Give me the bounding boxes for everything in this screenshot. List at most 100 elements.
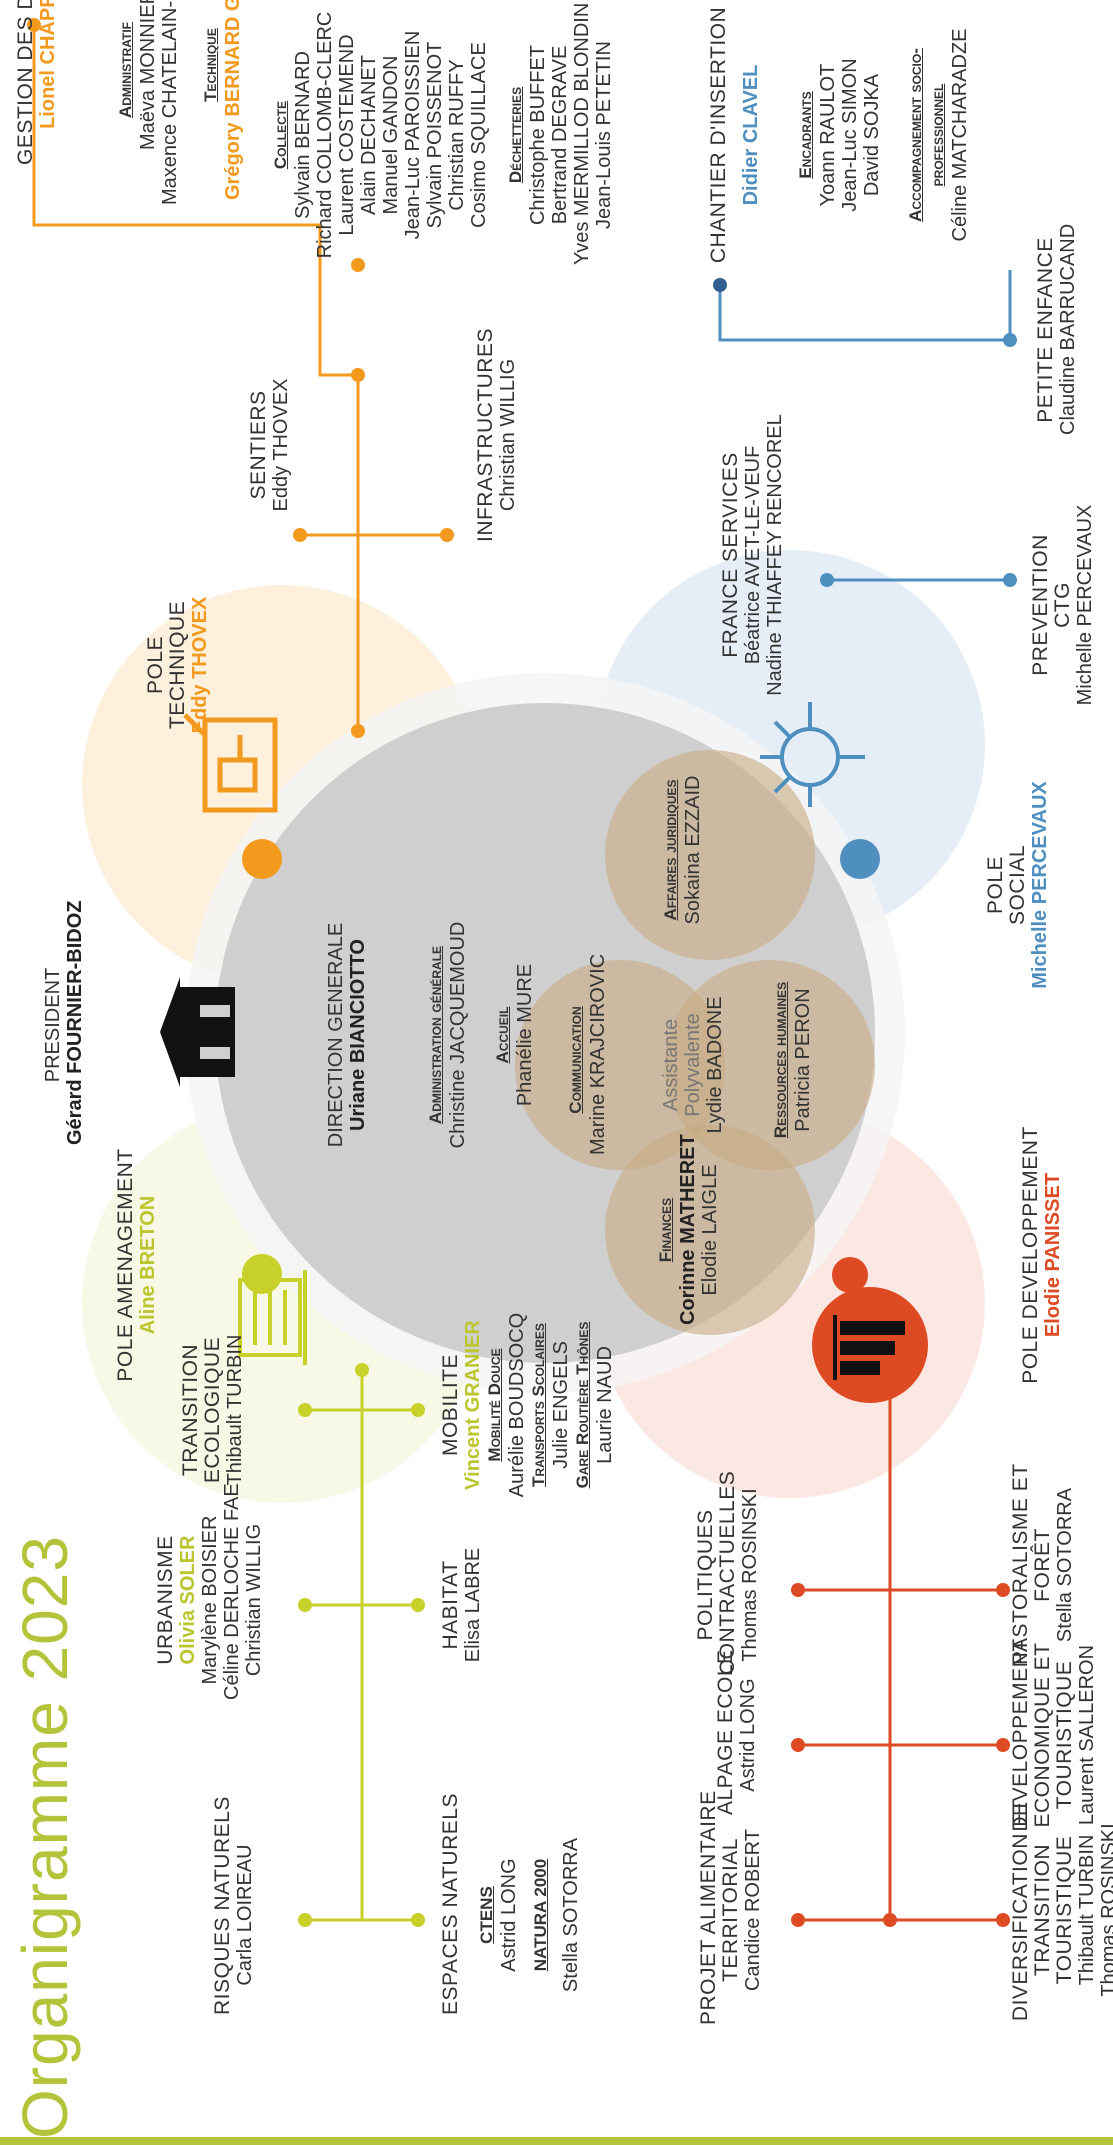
politiques-block: POLITIQUES CONTRACTUELLES Thomas ROSINSK…	[694, 1470, 761, 1675]
transports-name: Julie ENGELS	[550, 1341, 572, 1469]
pole-social-label1: POLE	[984, 855, 1007, 915]
technique-connectors	[32, 25, 447, 731]
projet-name: Candice ROBERT	[742, 1829, 764, 1991]
amenagement-connectors	[305, 1370, 418, 1922]
accompagnement-block: Accompagnement socio- professionnel Céli…	[905, 5, 971, 265]
dechets-label: GESTION DES DECHETS	[14, 0, 37, 165]
accueil-label: Accueil	[493, 1006, 512, 1064]
risques-name: Carla LOIREAU	[234, 1844, 256, 1986]
pole-technique-label2: TECHNIQUE	[166, 600, 189, 730]
mobilite-douce-name: Aurélie BOUDSOCQ	[506, 1312, 528, 1498]
politiques-l1: POLITIQUES	[694, 1509, 717, 1641]
urbanisme-chief: Olivia SOLER	[177, 1535, 199, 1665]
rh-name: Patricia PERON	[792, 988, 814, 1132]
decheteries-label: Déchetteries	[506, 86, 525, 184]
inner-circle-rh	[665, 960, 875, 1170]
sentiers-label: SENTIERS	[247, 390, 270, 500]
collecte-name-3: Alain DECHANET	[358, 54, 380, 216]
natura-label: NATURA 2000	[531, 1858, 550, 1972]
projet-alimentaire-block: PROJET ALIMENTAIRE TERRITORIAL Candice R…	[697, 1790, 764, 2025]
pole-social-name: Michelle PERCEVAUX	[1029, 781, 1051, 989]
administratif-n2: Maxence CHATELAIN-CADET	[159, 0, 181, 205]
collecte-block: Collecte Sylvain BERNARD Richard COLLOMB…	[270, 5, 490, 265]
president-block: PRESIDENT Gérard FOURNIER-BIDOZ	[42, 900, 86, 1145]
sentiers-name: Eddy THOVEX	[270, 378, 292, 512]
communication-name: Marine KRAJCIROVIC	[587, 953, 609, 1155]
politiques-l2: CONTRACTUELLES	[716, 1470, 739, 1675]
developpement-l2: ECONOMIQUE ET	[1031, 1642, 1054, 1828]
transition-l2: ECOLOGIQUE	[201, 1336, 224, 1484]
pole-technique-name: Eddy THOVEX	[189, 596, 211, 734]
sentiers-block: SENTIERS Eddy THOVEX	[247, 365, 292, 525]
assistante-block: Assistante Polyvalente Lydie BADONE	[660, 995, 726, 1135]
encadrants-block: Encadrants Yoann RAULOT Jean-Luc SIMON D…	[795, 5, 883, 265]
espaces-label: ESPACES NATURELS	[439, 1793, 462, 2015]
communication-block: Communication Marine KRAJCIROVIC	[565, 953, 609, 1155]
assistante-line1: Assistante	[660, 1018, 682, 1112]
collecte-name-7: Christian RUFFY	[446, 59, 468, 211]
technique-sub-name: Grégory BERNARD GRANGER	[222, 0, 244, 200]
collecte-name-1: Richard COLLOMB-CLERC	[314, 11, 336, 259]
juridique-name: Sokaina EZZAID	[682, 775, 704, 925]
alpage-block: ALPAGE ECOLE Astrid LONG	[714, 1649, 759, 1815]
juridique-label: Affaires juridiques	[661, 779, 680, 921]
prevention-l1: PREVENTION	[1029, 534, 1052, 676]
amenagement-sign-icon	[238, 1270, 307, 1365]
gare-name: Laurie NAUD	[594, 1346, 616, 1464]
encadrants-label: Encadrants	[796, 91, 815, 179]
pole-technique-label1: POLE	[144, 635, 167, 695]
decheteries-block: Déchetteries Christophe BUFFET Bertrand …	[505, 2, 615, 265]
communication-label: Communication	[566, 1006, 585, 1114]
direction-block: DIRECTION GENERALE Uriane BIANCIOTTO	[325, 885, 369, 1185]
france-label: FRANCE SERVICES	[719, 452, 742, 658]
assistante-name: Lydie BADONE	[704, 996, 726, 1134]
gare-label: Gare Routière Thônes	[573, 1321, 592, 1489]
pole-amenagement-dot	[242, 1254, 282, 1294]
decheteries-name-1: Bertrand DEGRAVE	[549, 45, 571, 225]
urbanisme-n1: Marylène BOISIER	[199, 1515, 221, 1685]
ctens-label: CTENS	[477, 1886, 496, 1944]
administratif-block: Administratif Maëva MONNIER Maxence CHAT…	[115, 0, 181, 205]
petite-enfance-block: PETITE ENFANCE Claudine BARRUCAND	[1034, 224, 1079, 435]
finances-block: Finances Corinne MATHERET Elodie LAIGLE	[655, 1134, 721, 1325]
collecte-name-5: Jean-Luc PAROISSIEN	[402, 30, 424, 240]
encadrants-name-2: David SOJKA	[861, 73, 883, 197]
page-title: Organigramme 2023	[9, 1535, 81, 2139]
accueil-block: Accueil Phanélie MURE	[492, 885, 536, 1185]
developpement-eco-block: DEVELOPPEMENT ECONOMIQUE ET TOURISTIQUE …	[1009, 1635, 1098, 1835]
decheteries-name-2: Yves MERMILLOD BLONDIN	[571, 2, 593, 265]
infra-label: INFRASTRUCTURES	[474, 328, 497, 543]
finances-name2: Elodie LAIGLE	[699, 1164, 721, 1296]
president-name: Gérard FOURNIER-BIDOZ	[64, 900, 86, 1145]
pole-developpement-label: POLE DEVELOPPEMENT	[1019, 1126, 1042, 1384]
chantier-chief: Didier CLAVEL	[740, 64, 762, 206]
direction-label: DIRECTION GENERALE	[325, 922, 347, 1148]
pole-social-label2: SOCIAL	[1006, 844, 1029, 926]
inner-circle-finances	[605, 1125, 815, 1335]
france-services-block: FRANCE SERVICES Béatrice AVET-LE-VEUF Na…	[719, 405, 786, 705]
espaces-block: ESPACES NATURELS CTENS Astrid LONG NATUR…	[439, 1793, 582, 2015]
decheteries-name-3: Jean-Louis PETETIN	[593, 41, 615, 229]
petite-label: PETITE ENFANCE	[1034, 237, 1057, 423]
collecte-name-2: Laurent COSTEMEND	[336, 34, 358, 236]
direction-building-icon	[160, 977, 235, 1087]
dechets-block: GESTION DES DECHETS Lionel CHAPPUIS	[14, 0, 59, 165]
collecte-name-0: Sylvain BERNARD	[292, 51, 314, 219]
urbanisme-n2: Céline DERLOCHE FAE	[221, 1483, 243, 1700]
developpement-connectors	[798, 1325, 1003, 1922]
developpement-l3: TOURISTIQUE	[1053, 1660, 1076, 1810]
technique-sub-label: Technique	[201, 28, 220, 102]
pole-technique-block: POLE TECHNIQUE Eddy THOVEX	[144, 565, 211, 765]
admin-generale-label: Administration générale	[426, 945, 445, 1125]
france-n2: Nadine THIAFFEY RENCOREL	[764, 414, 786, 696]
habitat-block: HABITAT Elisa LABRE	[439, 1525, 484, 1685]
inner-circle-communication	[515, 960, 725, 1170]
president-label: PRESIDENT	[42, 967, 64, 1083]
pole-social-block: POLE SOCIAL Michelle PERCEVAUX	[984, 765, 1051, 1005]
prevention-l2: CTG	[1051, 582, 1074, 628]
transports-label: Transports Scolaires	[529, 1323, 548, 1487]
collecte-name-8: Cosimo SQUILLACE	[468, 42, 490, 228]
habitat-label: HABITAT	[439, 1560, 462, 1650]
